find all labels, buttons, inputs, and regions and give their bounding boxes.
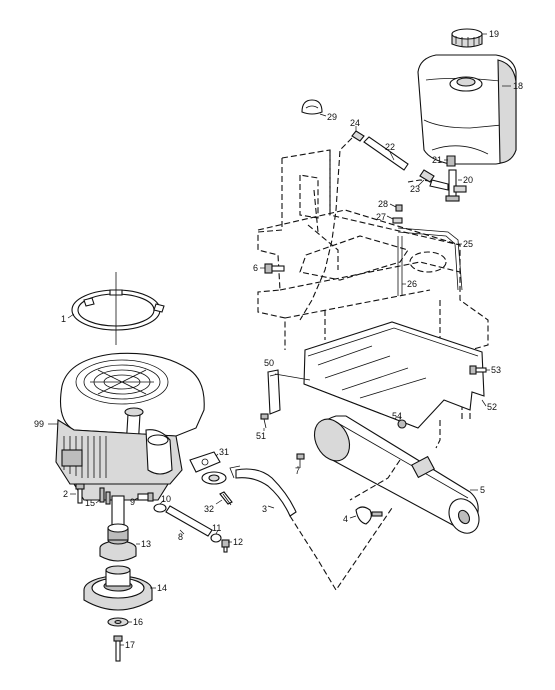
exhaust-gasket (189, 451, 221, 473)
tank-fitting (446, 155, 456, 167)
fuel-lines (299, 130, 463, 321)
callout-27: 27 (376, 212, 386, 222)
screw-54 (397, 419, 407, 429)
callout-26: 26 (407, 279, 417, 289)
callout-labels: 19 18 29 24 22 21 20 23 28 27 25 6 26 1 … (34, 29, 523, 650)
callout-1: 1 (61, 314, 66, 324)
callout-16: 16 (133, 617, 143, 627)
callout-14: 14 (157, 583, 167, 593)
clamp-10 (153, 503, 167, 513)
callout-29: 29 (327, 112, 337, 122)
pulley-14 (83, 565, 153, 611)
fuel-cap (451, 28, 483, 48)
callout-9: 9 (130, 497, 135, 507)
exhaust-pipe (229, 465, 393, 592)
callout-18: 18 (513, 81, 523, 91)
callout-52: 52 (487, 402, 497, 412)
leader-lines (48, 33, 511, 646)
callout-11: 11 (212, 523, 221, 533)
screw-7 (296, 453, 305, 468)
callout-2: 2 (63, 489, 68, 499)
callout-24: 24 (350, 118, 360, 128)
callout-7: 7 (295, 466, 300, 476)
callout-13: 13 (141, 539, 151, 549)
muffler (313, 415, 480, 534)
screw-51 (260, 413, 269, 429)
callout-4: 4 (343, 514, 348, 524)
callout-51: 51 (256, 431, 266, 441)
callout-53: 53 (491, 365, 501, 375)
hose-clip (301, 99, 323, 115)
air-filter-ring (71, 272, 165, 345)
callout-31: 31 (219, 447, 229, 457)
callout-50: 50 (264, 358, 274, 368)
callout-17: 17 (125, 640, 135, 650)
callout-12: 12 (233, 537, 243, 547)
callout-15: 15 (85, 498, 95, 508)
callout-25: 25 (463, 239, 473, 249)
bolt-17 (113, 635, 123, 662)
shield-bracket (267, 369, 281, 415)
shutoff-valve (445, 169, 467, 202)
filter-11 (210, 533, 222, 543)
pulley-13 (99, 523, 137, 562)
fuel-tank (417, 54, 517, 165)
callout-8: 8 (178, 532, 183, 542)
bolt-2 (75, 483, 85, 504)
frame-outline (257, 149, 489, 449)
fuel-line-8 (165, 505, 213, 537)
callout-28: 28 (378, 199, 388, 209)
callout-23: 23 (410, 184, 420, 194)
callout-21: 21 (432, 155, 442, 165)
callout-99: 99 (34, 419, 44, 429)
bolt-32 (219, 491, 233, 506)
bolt-6 (264, 263, 285, 274)
callout-22: 22 (385, 142, 395, 152)
muffler-clamp (355, 506, 383, 525)
callout-3: 3 (262, 504, 267, 514)
exhaust-flange (201, 471, 227, 485)
fitting-9 (137, 492, 154, 502)
callout-19: 19 (489, 29, 499, 39)
callout-54: 54 (392, 411, 402, 421)
callout-20: 20 (463, 175, 473, 185)
pin-15 (99, 487, 111, 505)
callout-10: 10 (161, 494, 171, 504)
fitting-12 (221, 539, 230, 553)
callout-6: 6 (253, 263, 258, 273)
engine (55, 352, 205, 527)
callout-5: 5 (480, 485, 485, 495)
washer-16 (107, 617, 129, 627)
callout-32: 32 (204, 504, 214, 514)
